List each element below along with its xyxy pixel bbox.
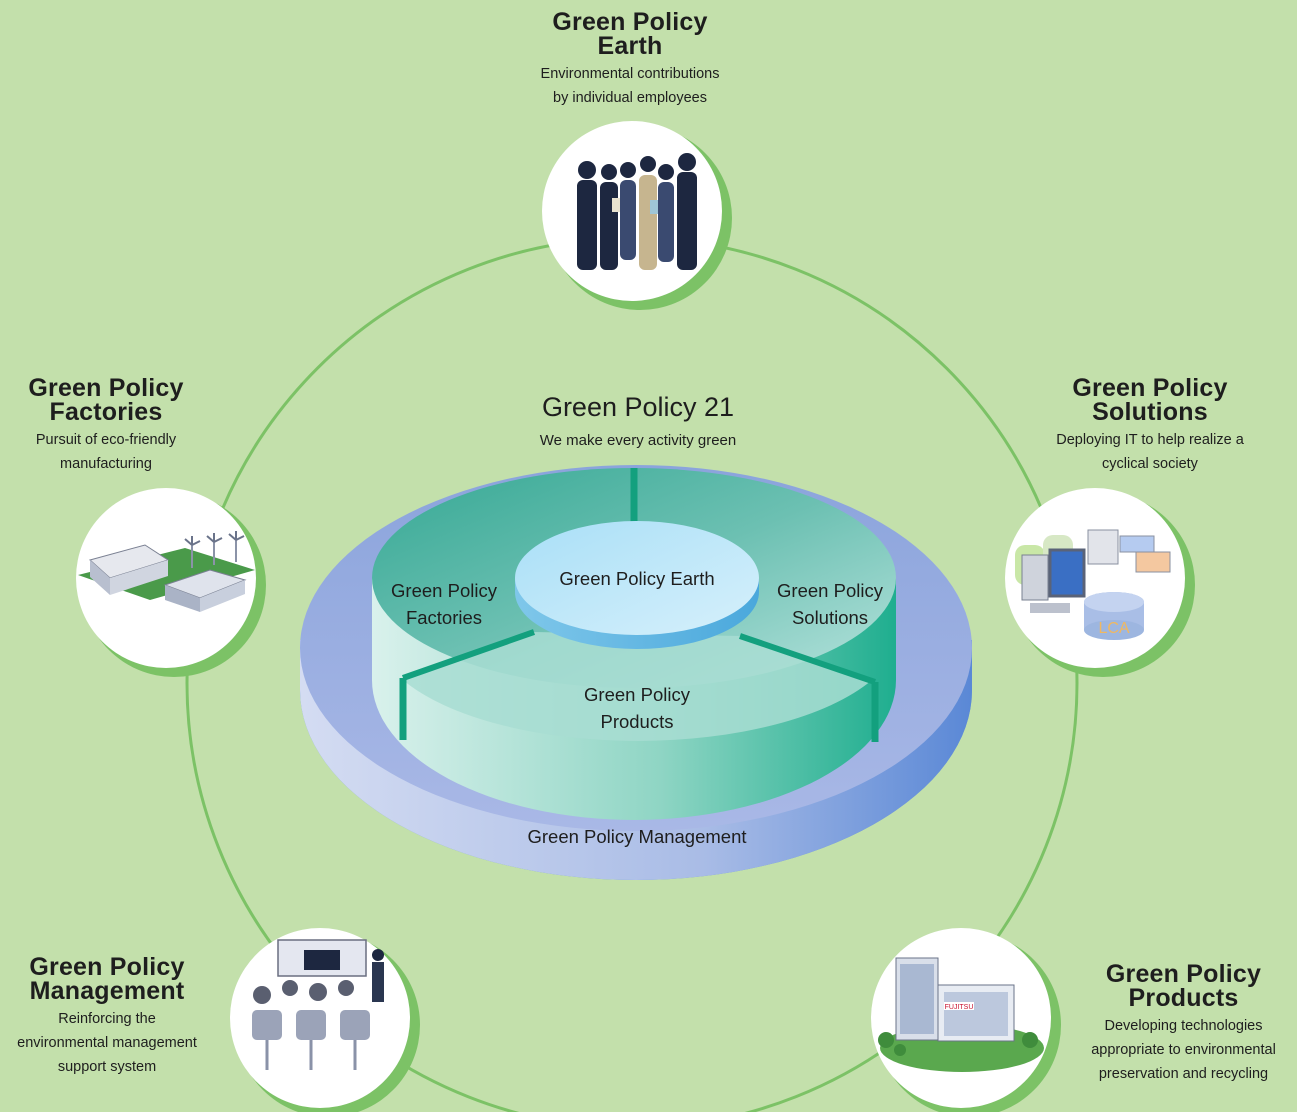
policy-products: Green Policy Products Developing technol… bbox=[1070, 962, 1297, 1086]
policy-management-title-line2: Management bbox=[29, 977, 185, 1005]
policy-management-desc: Reinforcing the environmental management… bbox=[0, 1007, 214, 1079]
policy-factories-desc-line1: Pursuit of eco-friendly bbox=[35, 432, 177, 448]
svg-text:FUJITSU: FUJITSU bbox=[945, 1004, 974, 1011]
disc-label-factories: Green Policy Factories bbox=[374, 577, 514, 631]
disc-label-factories-line1: Green Policy bbox=[391, 580, 497, 601]
policy-management: Green Policy Management Reinforcing the … bbox=[0, 955, 214, 1079]
disc-label-earth: Green Policy Earth bbox=[559, 568, 715, 589]
policy-solutions-title-line1: Green Policy bbox=[1072, 374, 1228, 402]
policy-products-desc-line3: preservation and recycling bbox=[1098, 1066, 1269, 1082]
policy-products-desc: Developing technologies appropriate to e… bbox=[1070, 1014, 1297, 1086]
center-subtitle: We make every activity green bbox=[539, 432, 737, 449]
policy-earth-desc: Environmental contributions by individua… bbox=[480, 62, 780, 110]
office-buildings-icon: FUJITSU bbox=[878, 957, 1044, 1072]
disc-label-factories-line2: Factories bbox=[405, 607, 483, 628]
policy-solutions-desc: Deploying IT to help realize a cyclical … bbox=[1020, 428, 1280, 476]
policy-products-title: Green Policy Products bbox=[1070, 960, 1297, 1012]
policy-solutions-desc-line1: Deploying IT to help realize a bbox=[1056, 432, 1244, 448]
policy-factories-title-line1: Green Policy bbox=[28, 374, 184, 402]
policy-products-desc-line1: Developing technologies bbox=[1104, 1018, 1263, 1034]
disc-label-solutions-line1: Green Policy bbox=[777, 580, 883, 601]
factory-windmill-icon bbox=[78, 531, 255, 612]
policy-solutions-desc-line2: cyclical society bbox=[1102, 456, 1198, 472]
icon-products: FUJITSU bbox=[871, 928, 1061, 1112]
policy-factories-title: Green Policy Factories bbox=[0, 374, 212, 426]
employees-group-icon bbox=[577, 153, 697, 270]
policy-earth-title-line1: Green Policy bbox=[552, 8, 708, 36]
icon-management bbox=[230, 928, 420, 1112]
disc-label-products-line2: Products bbox=[600, 711, 674, 732]
disc-label-solutions: Green Policy Solutions bbox=[760, 577, 900, 631]
policy-factories-desc-line2: manufacturing bbox=[60, 456, 152, 472]
policy-products-title-line1: Green Policy bbox=[1105, 960, 1262, 988]
disc-label-products: Green Policy Products bbox=[567, 681, 707, 735]
policy-management-desc-line3: support system bbox=[57, 1059, 157, 1075]
icon-factories bbox=[76, 488, 266, 677]
policy-management-title-line1: Green Policy bbox=[29, 953, 185, 981]
policy-solutions-title-line2: Solutions bbox=[1092, 398, 1208, 426]
lca-label: LCA bbox=[1098, 620, 1129, 637]
policy-earth-title: Green Policy Earth bbox=[480, 8, 780, 60]
policy-factories-title-line2: Factories bbox=[49, 398, 163, 426]
policy-management-title: Green Policy Management bbox=[0, 953, 214, 1005]
policy-solutions: Green Policy Solutions Deploying IT to h… bbox=[1020, 376, 1280, 476]
policy-factories: Green Policy Factories Pursuit of eco-fr… bbox=[0, 376, 212, 476]
policy-products-title-line2: Products bbox=[1128, 984, 1239, 1012]
teal-cylinder bbox=[372, 468, 896, 820]
policy-earth-desc-line2: by individual employees bbox=[553, 90, 707, 106]
it-systems-icon: LCA bbox=[1015, 529, 1171, 640]
seminar-meeting-icon bbox=[252, 939, 384, 1070]
policy-factories-desc: Pursuit of eco-friendly manufacturing bbox=[0, 428, 212, 476]
policy-earth-title-line2: Earth bbox=[597, 32, 663, 60]
earth-disc bbox=[515, 521, 759, 649]
policy-management-desc-line1: Reinforcing the bbox=[58, 1011, 156, 1027]
policy-solutions-title: Green Policy Solutions bbox=[1020, 374, 1280, 426]
disc-label-products-line1: Green Policy bbox=[584, 684, 690, 705]
policy-earth-desc-line1: Environmental contributions bbox=[540, 66, 720, 82]
disc-label-management: Green Policy Management bbox=[527, 826, 747, 847]
disc-label-solutions-line2: Solutions bbox=[791, 607, 869, 628]
icon-earth bbox=[542, 121, 732, 310]
center-title: Green Policy 21 bbox=[541, 392, 735, 422]
policy-products-desc-line2: appropriate to environmental bbox=[1091, 1042, 1276, 1058]
policy-management-desc-line2: environmental management bbox=[17, 1035, 197, 1051]
policy-earth: Green Policy Earth Environmental contrib… bbox=[480, 10, 780, 110]
icon-solutions: LCA bbox=[1005, 488, 1195, 677]
